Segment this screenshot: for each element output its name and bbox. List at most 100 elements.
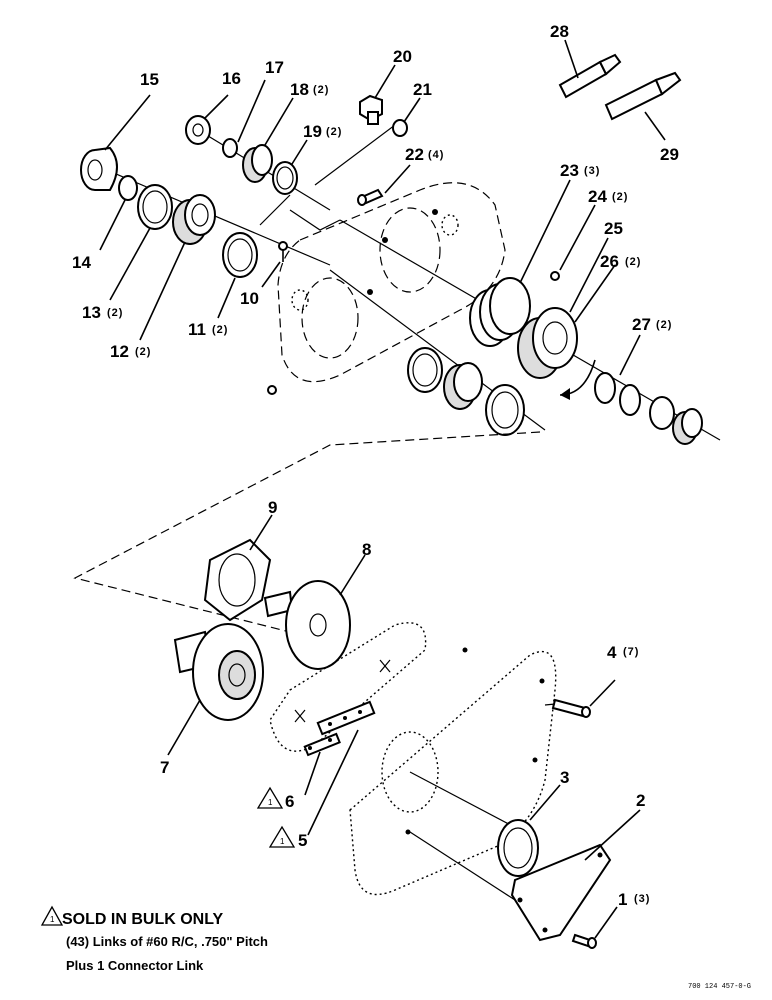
callout-10: 10 [240,289,259,308]
callout-26: 26(2) [600,252,640,271]
part-5-connector-link [316,700,376,736]
svg-text:6: 6 [285,792,294,811]
svg-text:8: 8 [362,540,371,559]
callout-8: 8 [362,540,371,559]
svg-text:(2): (2) [313,84,329,96]
callout-16: 16 [222,69,241,88]
svg-text:(2): (2) [656,319,672,331]
svg-text:(3): (3) [634,893,650,905]
svg-text:10: 10 [240,289,259,308]
part-20-plug [359,94,383,125]
assembly-connector-line [73,431,541,633]
callout-17: 17 [265,58,284,77]
part-14-snap-ring [118,175,138,201]
svg-text:15: 15 [140,70,159,89]
svg-text:3: 3 [560,768,569,787]
part-15-collar [80,146,118,191]
callout-14: 14 [72,253,91,272]
callout-19: 19 (2) [303,122,342,141]
svg-text:(2): (2) [326,126,342,138]
part-9-flange [203,538,272,622]
leader-lines [99,39,666,939]
svg-text:28: 28 [550,22,569,41]
svg-text:26: 26 [600,252,619,271]
part-25-hub [517,307,578,379]
callout-13: 13 (2) [82,303,123,322]
callout-15: 15 [140,70,159,89]
part-29-pin [604,71,682,121]
bulk-note: 1 SOLD IN BULK ONLY (43) Links of #60 R/… [40,905,268,973]
svg-text:9: 9 [268,498,277,517]
svg-text:4: 4 [607,643,617,662]
svg-text:1: 1 [280,837,285,846]
part-3-seal [497,819,539,877]
svg-text:5: 5 [298,831,307,850]
callout-25: 25 [604,219,623,238]
part-24-bolt [550,271,560,281]
svg-text:14: 14 [72,253,91,272]
part-28-pin [558,53,622,99]
svg-text:(2): (2) [212,324,228,336]
note-title: SOLD IN BULK ONLY [62,911,224,928]
svg-text:20: 20 [393,47,412,66]
svg-text:19: 19 [303,122,322,141]
part-18-bearing [242,144,273,183]
svg-text:23: 23 [560,161,579,180]
part-2-bracket [510,843,612,942]
svg-text:1: 1 [268,798,273,807]
svg-text:13: 13 [82,303,101,322]
part-6-chain [303,732,341,757]
callout-29: 29 [660,145,679,164]
svg-text:18: 18 [290,80,309,99]
chain-cover [349,647,557,896]
svg-text:(7): (7) [623,646,639,658]
part-10-bolt [278,241,288,262]
svg-text:22: 22 [405,145,424,164]
svg-text:(2): (2) [612,191,628,203]
svg-text:(3): (3) [584,165,600,177]
part-22-bolt [357,188,384,206]
callout-3: 3 [560,768,569,787]
callout-20: 20 [393,47,412,66]
part-4-bolt [551,698,591,718]
part-13-seal [137,184,173,230]
part-17-washer [222,138,238,158]
part-19-bearing-cup [272,161,298,195]
lower-right-bearing [672,408,703,445]
svg-text:11: 11 [188,320,206,339]
svg-text:24: 24 [588,187,607,206]
svg-text:29: 29 [660,145,679,164]
callout-7: 7 [160,758,169,777]
svg-text:16: 16 [222,69,241,88]
note-marker: 1 [50,915,55,924]
callout-27: 27(2) [632,315,672,334]
svg-text:21: 21 [413,80,432,99]
gearbox-housing [267,182,506,395]
part-7-sprocket [173,623,264,721]
svg-text:12: 12 [110,342,129,361]
note-line-1: (43) Links of #60 R/C, .750" Pitch [66,934,268,949]
part-11-bearing-cup [222,232,258,278]
svg-text:(2): (2) [107,307,123,319]
callout-18: 18 (2) [290,80,329,99]
callout-24: 24 (2) [588,187,628,206]
svg-text:(2): (2) [135,346,151,358]
drawing-code: 700 124 457-0-G [688,983,751,991]
callout-22: 22 (4) [405,145,444,164]
svg-text:1: 1 [618,890,627,909]
svg-text:17: 17 [265,58,284,77]
part-8-sprocket [263,580,351,670]
part-23-sheave [469,277,531,347]
callout-11: 11 (2) [188,320,228,339]
part-27-snap-ring [594,372,616,404]
callout-9: 9 [268,498,277,517]
svg-text:(4): (4) [428,149,444,161]
svg-text:2: 2 [636,791,645,810]
part-12-bearing [172,194,216,245]
part-21-washer [392,119,408,137]
callout-23: 23 (3) [560,161,600,180]
part-1-bolt [571,933,597,949]
